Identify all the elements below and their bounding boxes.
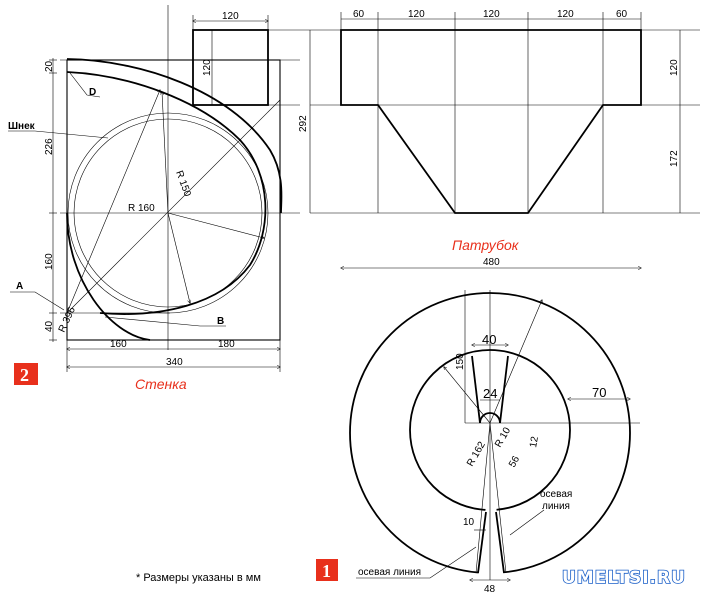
inner-spiral — [66, 71, 267, 315]
dim-180: 180 — [218, 339, 235, 350]
ring-dim-48: 48 — [484, 584, 496, 595]
badge-2-label: 2 — [20, 365, 29, 385]
dim-160-horizontal: 160 — [110, 339, 127, 350]
badge-2 — [14, 363, 38, 385]
axis-label-right-2: линия — [542, 501, 570, 512]
label-r396: R 396 — [57, 305, 78, 334]
wall-drawing — [8, 5, 340, 372]
ring-dim-10: 10 — [463, 517, 475, 528]
pipe-dim-120-height: 120 — [669, 59, 680, 76]
outlet-rect — [192, 29, 269, 106]
ring-dim-70: 70 — [592, 385, 606, 400]
wall-title: Стенка — [135, 376, 187, 392]
pipe-title: Патрубок — [452, 237, 520, 253]
pipe-drawing — [310, 12, 700, 268]
wall-outline — [66, 59, 281, 341]
dim-20: 20 — [44, 60, 55, 72]
dim-226: 226 — [44, 138, 55, 155]
label-r160: R 160 — [128, 203, 155, 214]
label-a: A — [16, 281, 23, 292]
label-d: D — [89, 87, 96, 98]
outer-spiral — [66, 58, 283, 214]
axis-label-left: осевая линия — [358, 567, 421, 578]
ring-dim-12: 12 — [528, 435, 541, 448]
label-r150: R 150 — [173, 169, 193, 198]
pipe-dim-120-b: 120 — [483, 9, 500, 20]
dim-160-vertical: 160 — [44, 253, 55, 270]
ring-dim-150: 150 — [455, 353, 466, 370]
axis-label-right-1: осевая — [540, 489, 572, 500]
ring-drawing — [349, 290, 640, 580]
label-b: B — [217, 316, 224, 327]
pipe-dim-480: 480 — [483, 257, 500, 268]
pipe-dim-172: 172 — [669, 150, 680, 167]
watermark-logo: UMELTSI.RU — [562, 568, 686, 588]
dim-340: 340 — [166, 357, 183, 368]
footnote: * Размеры указаны в мм — [136, 572, 261, 584]
pipe-dim-60-left: 60 — [353, 9, 365, 20]
pipe-outline — [340, 29, 642, 214]
ring-dim-56: 56 — [507, 454, 522, 470]
ring-dim-24: 24 — [483, 386, 497, 401]
dim-40: 40 — [44, 320, 55, 332]
label-auger: Шнек — [8, 121, 36, 132]
dim-120-top: 120 — [222, 11, 239, 22]
dim-292: 292 — [298, 115, 309, 132]
pipe-dim-120-a: 120 — [408, 9, 425, 20]
badge-1 — [316, 559, 338, 581]
auger-circle — [67, 112, 269, 314]
ring-dim-40: 40 — [482, 332, 496, 347]
ring-dim-r162: R 162 — [465, 440, 488, 469]
pipe-dim-60-right: 60 — [616, 9, 628, 20]
pipe-dim-120-c: 120 — [557, 9, 574, 20]
badge-1-label: 1 — [322, 561, 331, 581]
dim-120-vertical: 120 — [202, 59, 213, 76]
ring-dim-r10: R 10 — [493, 425, 513, 449]
